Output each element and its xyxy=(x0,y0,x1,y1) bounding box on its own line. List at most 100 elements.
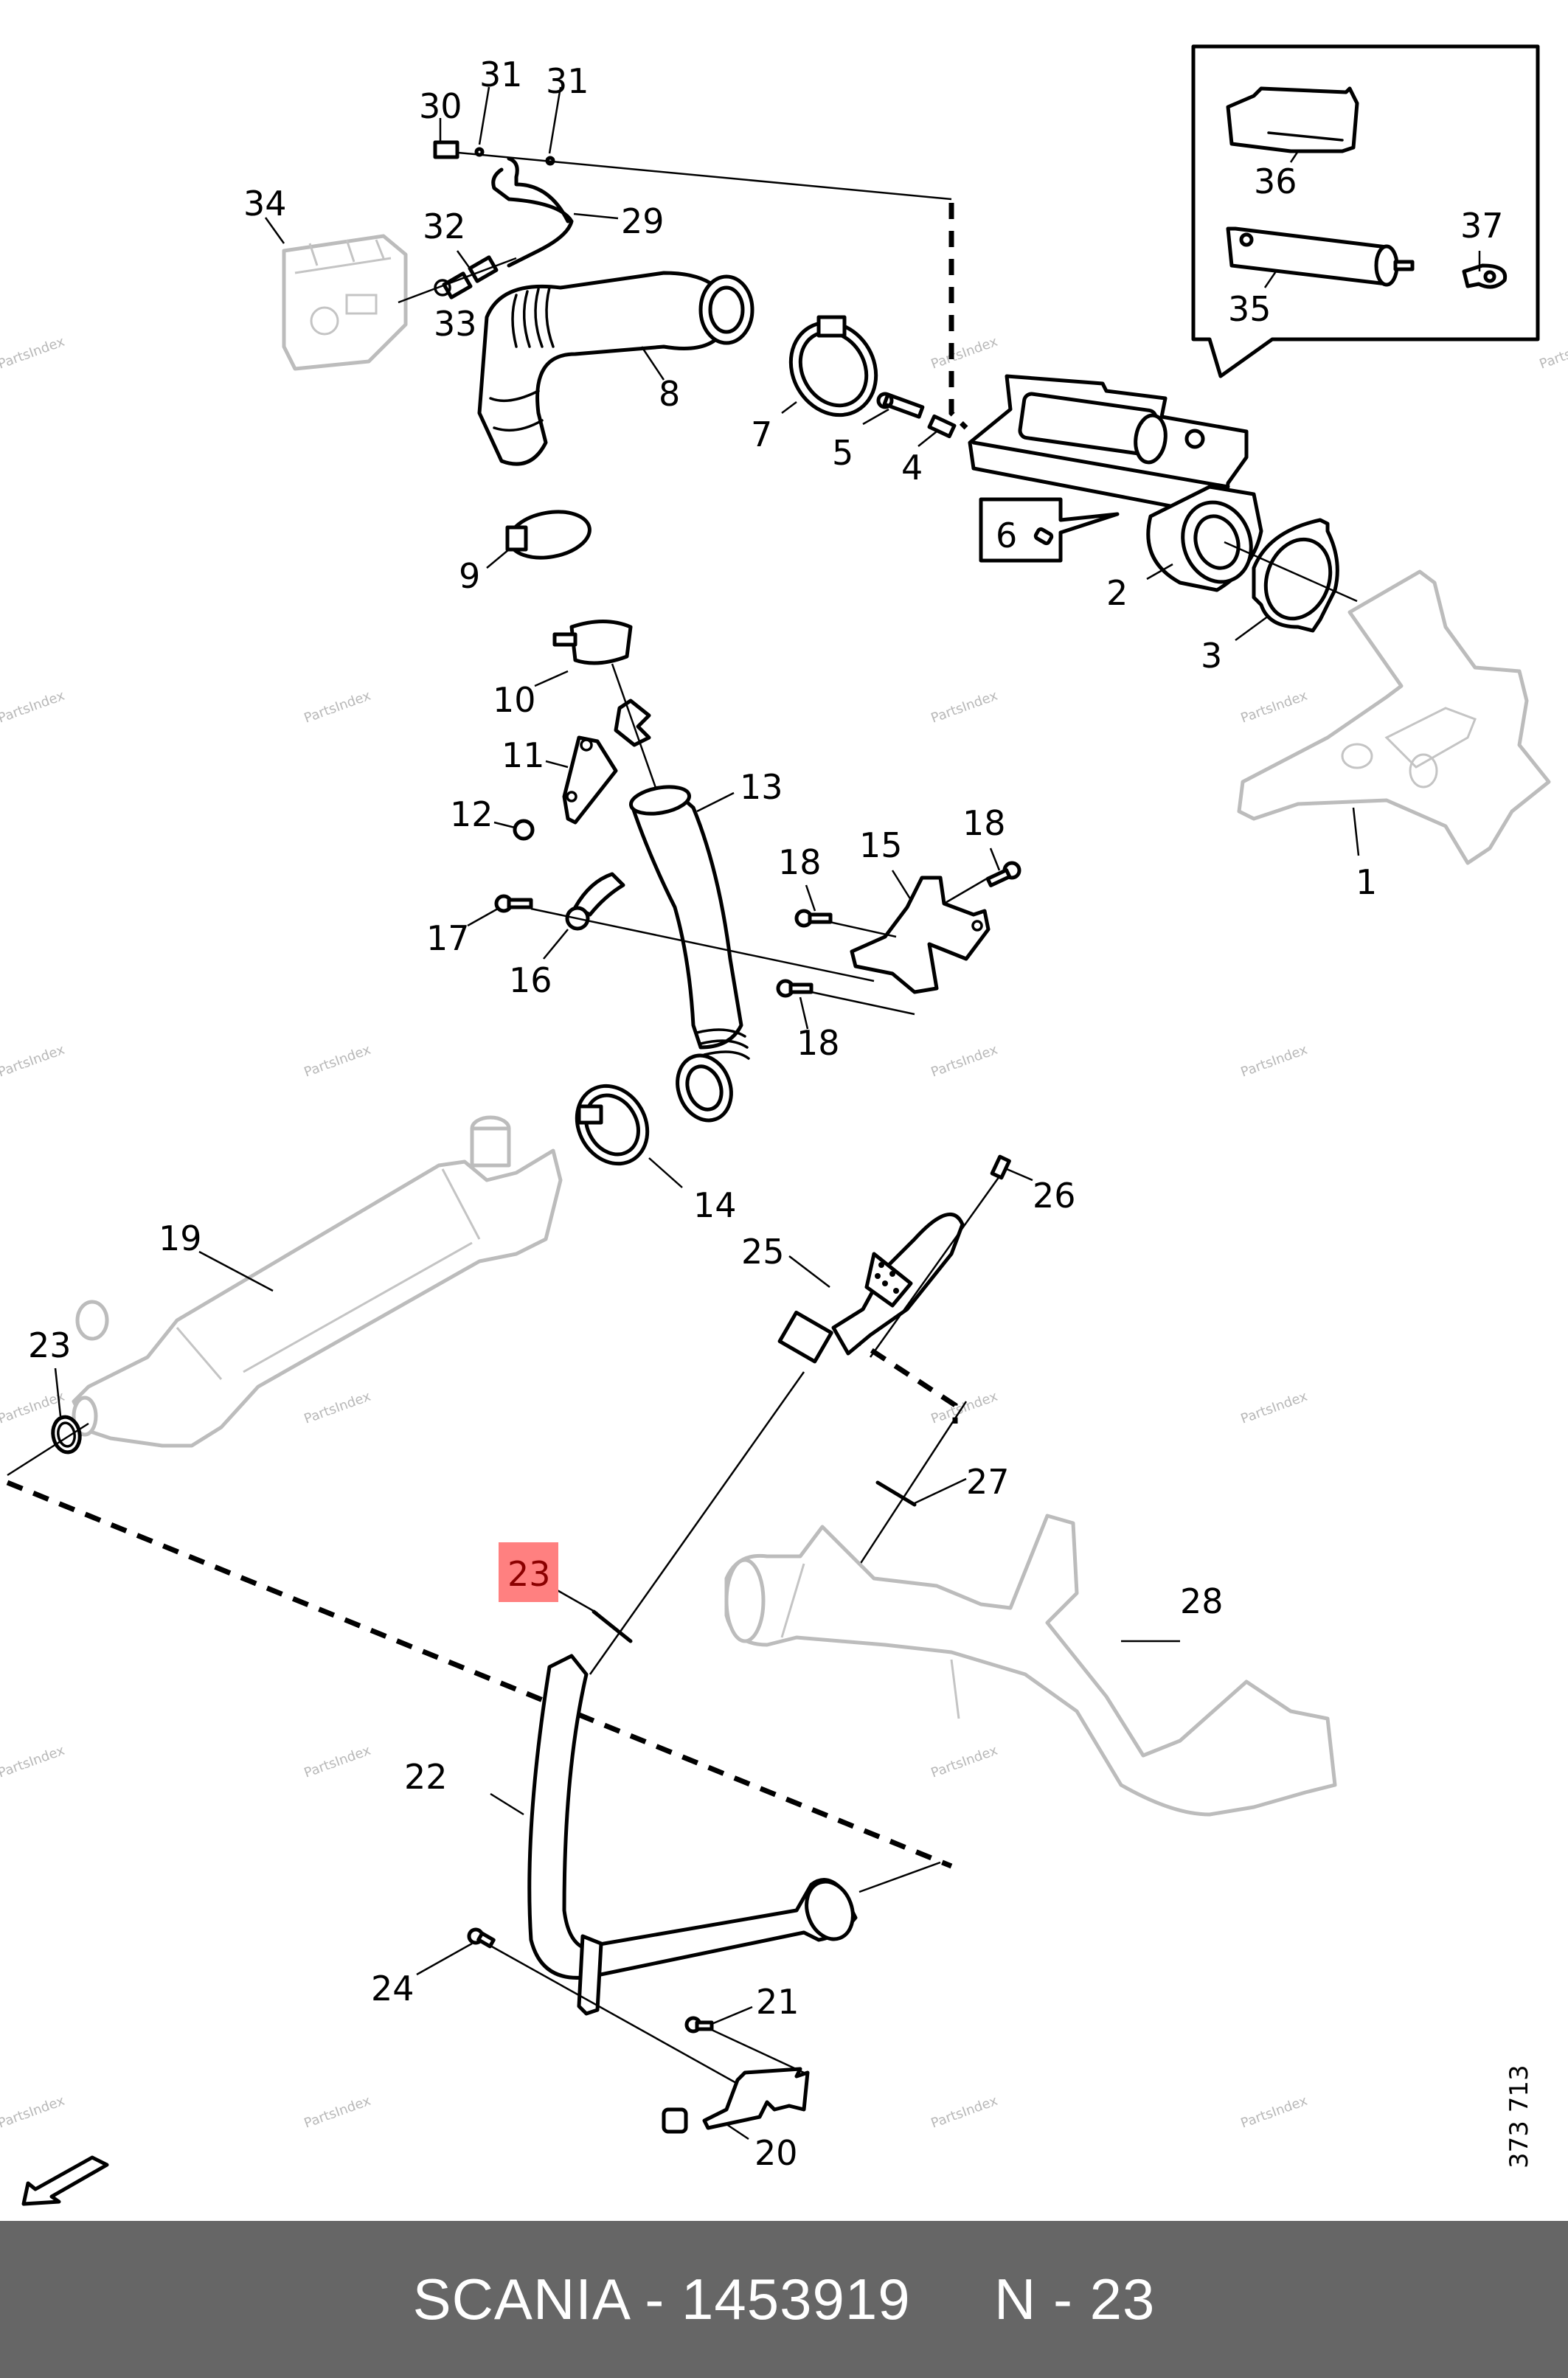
callout-14[interactable]: 14 xyxy=(693,1185,737,1225)
callout-3[interactable]: 3 xyxy=(1201,636,1222,676)
callout-26[interactable]: 26 xyxy=(1033,1176,1076,1216)
watermark: PartsIndex xyxy=(1239,1042,1310,1081)
leader-22 xyxy=(490,1792,524,1816)
watermark: PartsIndex xyxy=(929,1389,1000,1427)
leader-25 xyxy=(788,1255,830,1288)
leader-11 xyxy=(545,760,569,769)
leader-23a xyxy=(54,1367,62,1417)
callout-18[interactable]: 18 xyxy=(778,842,822,882)
assembly-line xyxy=(869,1176,1001,1358)
callout-28[interactable]: 28 xyxy=(1180,1581,1224,1621)
callout-35[interactable]: 35 xyxy=(1228,289,1272,329)
callout-22[interactable]: 22 xyxy=(404,1757,448,1797)
callout-36[interactable]: 36 xyxy=(1254,162,1297,201)
callout-9[interactable]: 9 xyxy=(459,556,480,596)
callout-27[interactable]: 27 xyxy=(966,1462,1010,1502)
leader-29 xyxy=(573,212,619,220)
assembly-line xyxy=(811,876,989,1016)
arrow-down-left-icon xyxy=(21,2155,109,2206)
part-caption: SCANIA - 1453919 N - 23 xyxy=(412,2267,1156,2332)
leader-26 xyxy=(1006,1168,1033,1182)
leader-7 xyxy=(781,401,797,414)
callout-2[interactable]: 2 xyxy=(1106,573,1128,613)
watermark: PartsIndex xyxy=(302,1389,373,1427)
callout-23-highlighted[interactable]: 23 xyxy=(507,1554,551,1594)
callout-25[interactable]: 25 xyxy=(741,1232,785,1272)
callout-6[interactable]: 6 xyxy=(996,516,1017,555)
watermark: PartsIndex xyxy=(929,688,1000,727)
part-1-bracket xyxy=(1237,569,1551,865)
leader-18c xyxy=(799,996,809,1030)
callout-19[interactable]: 19 xyxy=(159,1219,202,1258)
drawing-number: 373 713 xyxy=(1505,2065,1534,2169)
part-19-egr-cooler xyxy=(72,1115,563,1448)
callout-17[interactable]: 17 xyxy=(426,918,470,958)
callout-29[interactable]: 29 xyxy=(621,201,665,241)
leader-10 xyxy=(534,670,569,687)
leader-24 xyxy=(416,1942,473,1976)
assembly-line xyxy=(1224,541,1358,603)
watermark: PartsIndex xyxy=(302,688,373,727)
detail-box xyxy=(1191,44,1540,378)
callout-24[interactable]: 24 xyxy=(371,1969,414,2008)
callout-31[interactable]: 31 xyxy=(479,55,523,94)
leader-34 xyxy=(264,217,285,244)
watermark: PartsIndex xyxy=(0,688,67,727)
watermark: PartsIndex xyxy=(0,2093,67,2132)
callout-7[interactable]: 7 xyxy=(751,415,772,454)
callout-21[interactable]: 21 xyxy=(756,1982,799,2022)
part-17-bolt xyxy=(494,894,533,913)
callout-10[interactable]: 10 xyxy=(493,680,536,720)
part-4-bolt xyxy=(927,414,957,439)
watermark: PartsIndex xyxy=(929,1743,1000,1781)
callout-32[interactable]: 32 xyxy=(423,207,466,246)
assembly-line xyxy=(854,1401,968,1572)
watermark: PartsIndex xyxy=(302,1743,373,1781)
leader-2 xyxy=(1146,563,1173,580)
part-22-pipe xyxy=(527,1654,858,2016)
watermark: PartsIndex xyxy=(0,1042,67,1081)
footer-bar: SCANIA - 1453919 N - 23 xyxy=(0,2221,1568,2378)
callout-13[interactable]: 13 xyxy=(740,767,783,807)
leader-5 xyxy=(862,408,889,426)
callout-34[interactable]: 34 xyxy=(243,184,287,223)
part-10-clamp xyxy=(552,620,633,665)
callout-16[interactable]: 16 xyxy=(509,960,552,1000)
part-23-oring-highlighted xyxy=(592,1609,633,1643)
watermark: PartsIndex xyxy=(1239,2093,1310,2132)
leader-12 xyxy=(493,821,516,829)
part-28-egr-pipe xyxy=(724,1514,1337,1817)
callout-23[interactable]: 23 xyxy=(28,1325,72,1365)
watermark: PartsIndex xyxy=(1538,334,1568,372)
callout-5[interactable]: 5 xyxy=(832,433,853,473)
assembly-dashed-line xyxy=(6,1480,953,1869)
watermark: PartsIndex xyxy=(929,1042,1000,1081)
callout-11[interactable]: 11 xyxy=(502,735,545,775)
callout-20[interactable]: 20 xyxy=(754,2133,798,2173)
part-18-bolt xyxy=(985,861,1021,887)
callout-labels: 30 31 31 29 32 33 34 8 7 5 4 6 2 3 1 36 … xyxy=(28,55,1504,2173)
watermark: PartsIndex xyxy=(0,1743,67,1781)
callout-18[interactable]: 18 xyxy=(797,1023,840,1063)
callout-12[interactable]: 12 xyxy=(450,794,493,834)
part-12-nut xyxy=(513,819,535,841)
callout-1[interactable]: 1 xyxy=(1356,862,1377,902)
callout-33[interactable]: 33 xyxy=(434,304,477,344)
callout-8[interactable]: 8 xyxy=(659,374,680,414)
callout-18[interactable]: 18 xyxy=(962,803,1006,843)
part-20-bracket xyxy=(662,2067,810,2134)
assembly-line xyxy=(589,1371,805,1675)
callout-30[interactable]: 30 xyxy=(419,86,462,126)
part-9-clamp xyxy=(505,510,592,560)
part-5-bolt xyxy=(876,392,925,419)
leader-14 xyxy=(648,1157,683,1188)
callout-4[interactable]: 4 xyxy=(901,448,923,488)
callout-37[interactable]: 37 xyxy=(1460,206,1504,246)
callout-31[interactable]: 31 xyxy=(546,61,589,101)
leader-13 xyxy=(696,791,735,813)
part-15-bracket xyxy=(850,876,991,994)
watermark: PartsIndex xyxy=(0,334,67,372)
callout-15[interactable]: 15 xyxy=(859,825,903,865)
part-35-actuator-motor xyxy=(1226,226,1415,287)
box-6 xyxy=(979,497,1120,563)
